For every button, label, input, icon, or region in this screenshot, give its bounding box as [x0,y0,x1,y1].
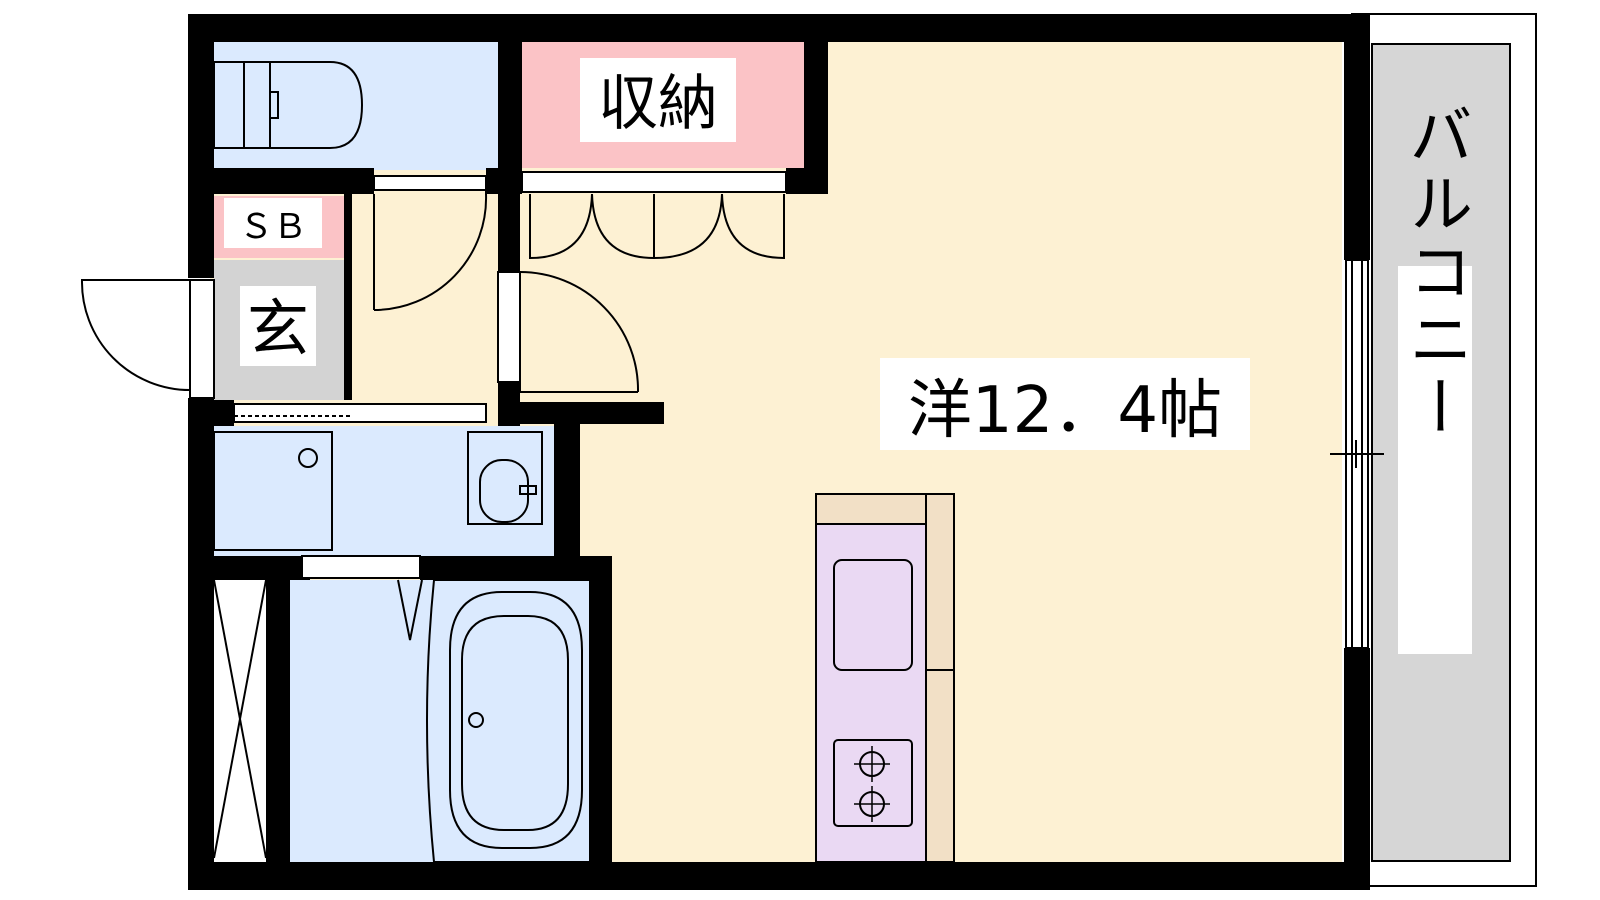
entrance-label-group: 玄 [240,286,316,366]
washroom-fixtures [213,403,543,579]
kitchen [815,493,955,863]
balcony-label: バルコニー [1398,102,1472,442]
storage-label-group: 収納 [580,58,736,142]
western-room-label: 洋12．4帖 [908,374,1222,448]
entrance-door [80,279,215,399]
storage-label: 収納 [598,69,718,139]
storage-doors [521,171,787,260]
bathtub [397,579,591,863]
shoebox-label: ＳＢ [239,207,307,247]
room-door [497,271,640,393]
western-room-label-group: 洋12．4帖 [880,358,1250,450]
entrance-label: 玄 [247,292,309,365]
washroom-floor [214,426,554,556]
balcony-window [1330,259,1384,649]
closet-cross [213,579,267,859]
balcony-label-group: バルコニー [1398,102,1472,654]
balcony-area [1351,13,1537,887]
hall-doors [373,175,488,311]
toilet-fixture [213,61,364,149]
shoebox-label-group: ＳＢ [224,198,322,248]
